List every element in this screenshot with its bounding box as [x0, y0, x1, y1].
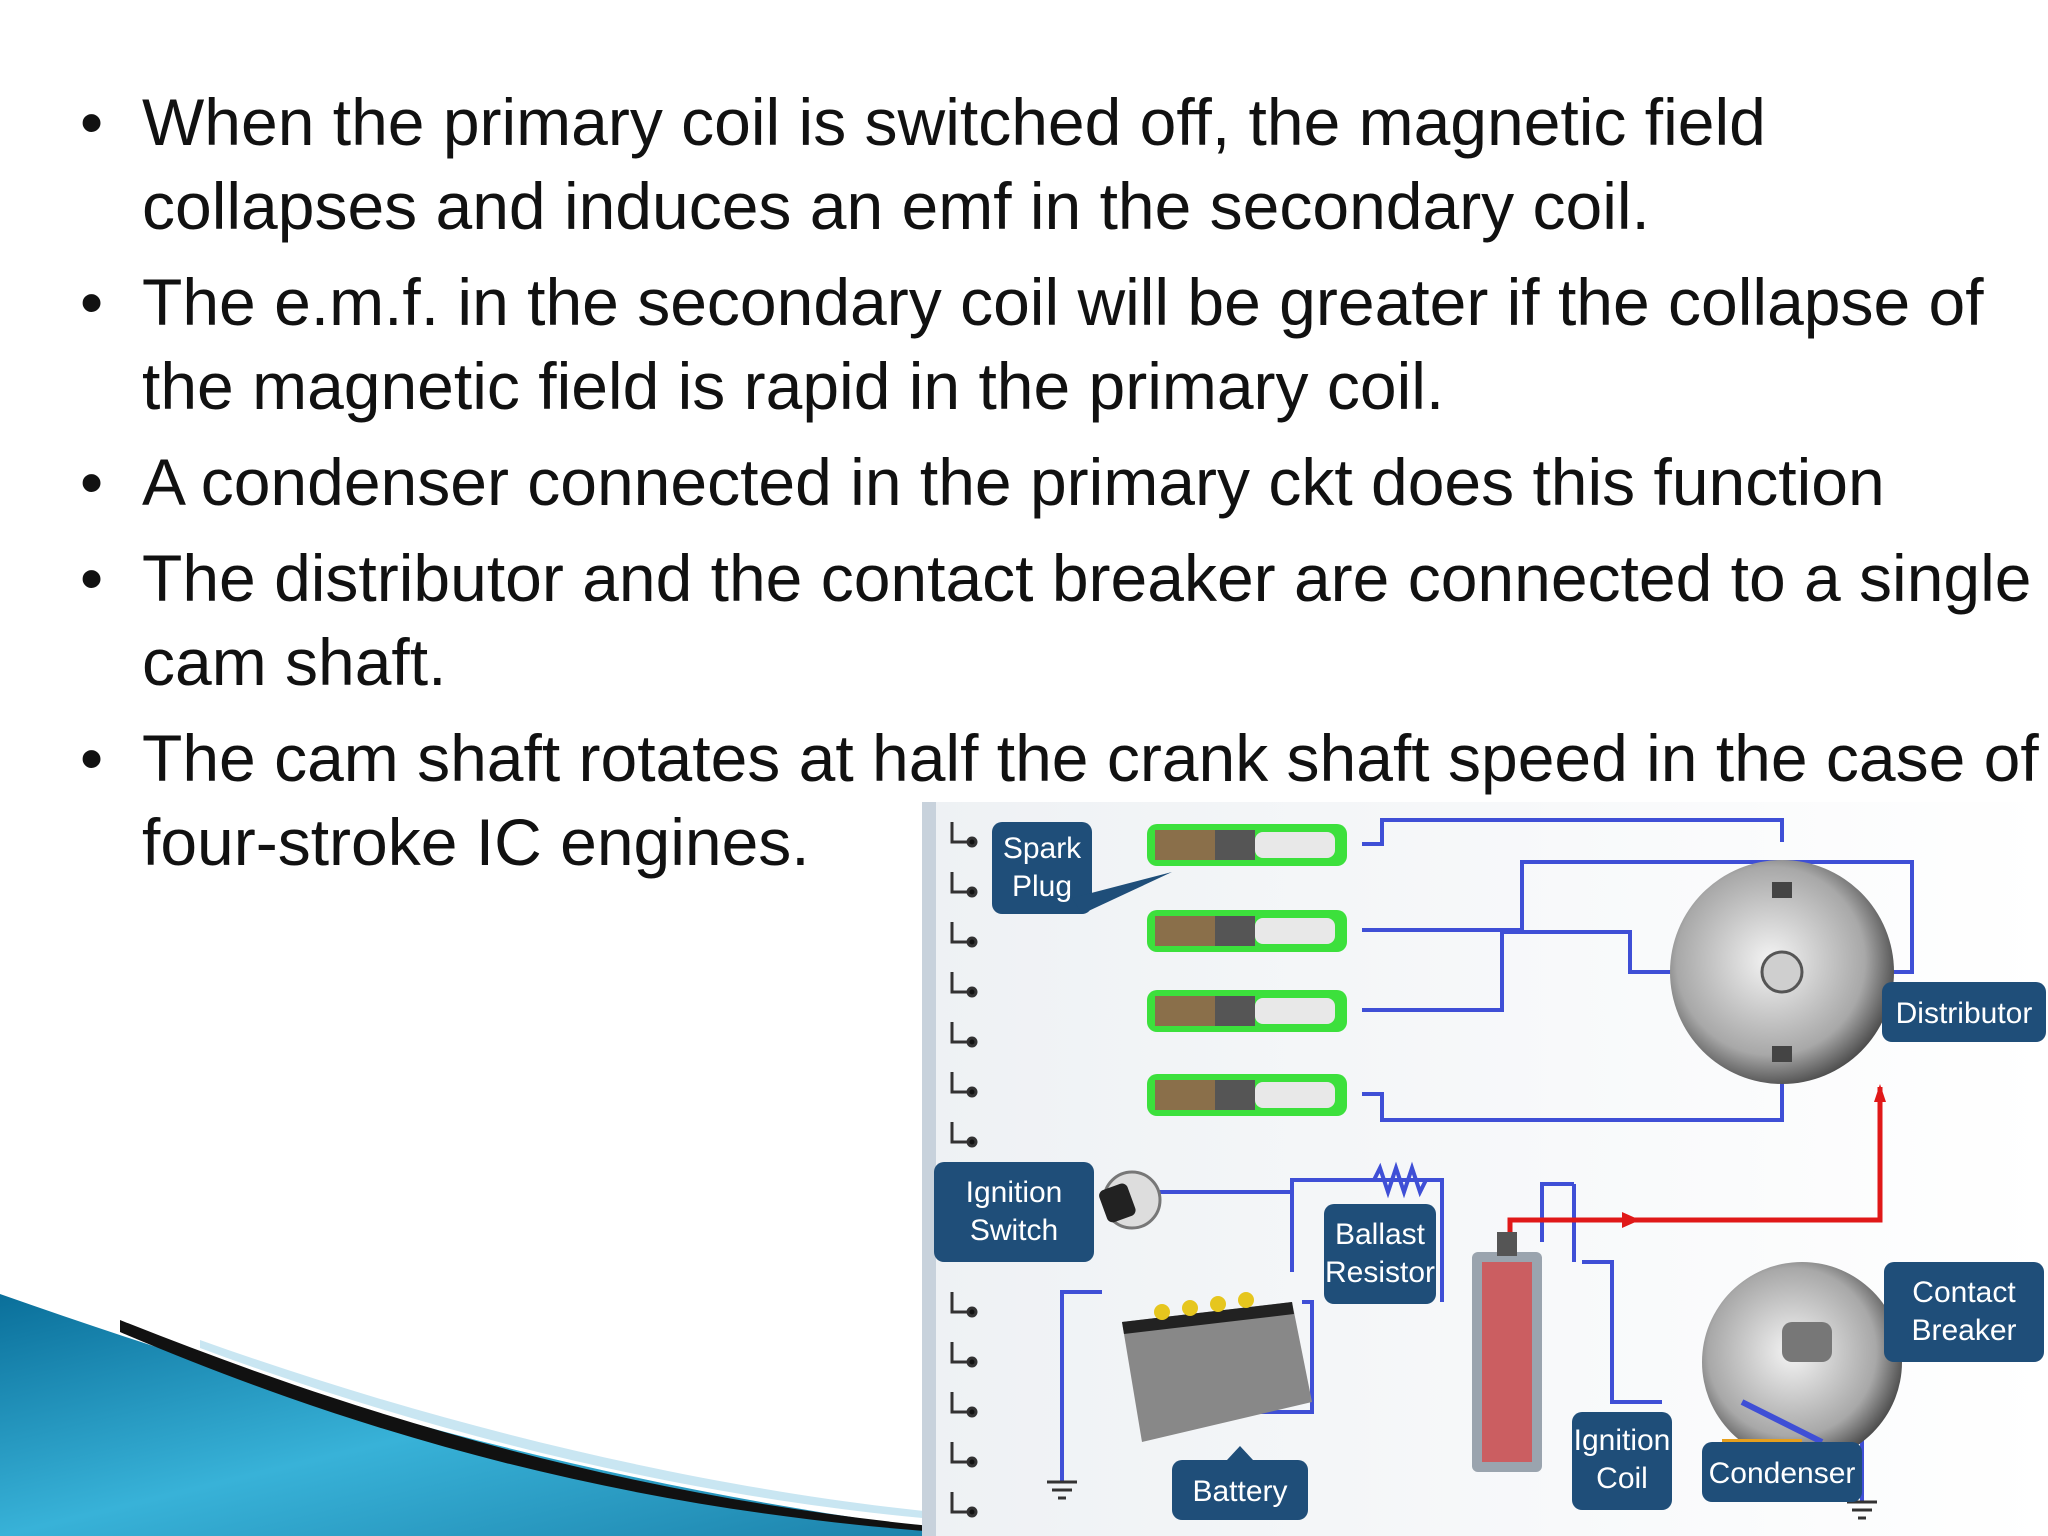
label-text: Distributor	[1896, 997, 2033, 1030]
battery-icon	[1122, 1292, 1312, 1442]
ignition-coil-icon	[1472, 1232, 1542, 1472]
spark-plug-icon	[1147, 990, 1347, 1032]
bullet-text: The cam shaft rotates at half the crank …	[142, 721, 2039, 879]
decorative-swoosh	[0, 1294, 1000, 1536]
label-text: Breaker	[1911, 1314, 2016, 1347]
bullet-item: • The distributor and the contact breaker…	[80, 536, 2040, 704]
arrow-icon	[1874, 1084, 1886, 1102]
label-battery: Battery	[1172, 1446, 1308, 1520]
spark-plug-icon	[1147, 1074, 1347, 1116]
bullet-text: The e.m.f. in the secondary coil will be…	[142, 265, 1984, 423]
arrow-icon	[1622, 1212, 1640, 1228]
ignition-key-icon	[1099, 1170, 1162, 1230]
bullet-dot: •	[80, 721, 104, 795]
label-text: Condenser	[1709, 1457, 1856, 1490]
label-condenser: Condenser	[1702, 1442, 1862, 1502]
label-ignition-coil: Ignition Coil	[1572, 1412, 1672, 1510]
bullet-text: A condenser connected in the primary ckt…	[142, 445, 1885, 519]
bullet-list: • When the primary coil is switched off, …	[80, 80, 2040, 896]
label-distributor: Distributor	[1882, 982, 2046, 1042]
label-ignition-switch: Ignition Switch	[934, 1162, 1094, 1262]
label-text: Ignition	[1574, 1424, 1671, 1457]
bullet-item: • When the primary coil is switched off, …	[80, 80, 2040, 248]
label-spark-plug: Spark Plug	[992, 822, 1172, 914]
label-text: Ignition	[966, 1176, 1063, 1209]
label-text: Ballast	[1335, 1218, 1426, 1251]
resistor-symbol	[1372, 1161, 1428, 1199]
bullet-text: The distributor and the contact breaker …	[142, 541, 2032, 699]
distributor-icon	[1670, 860, 1894, 1084]
label-text: Battery	[1192, 1475, 1287, 1508]
bullet-item: • The cam shaft rotates at half the crank…	[80, 716, 2040, 884]
label-text: Switch	[970, 1214, 1058, 1247]
bullet-dot: •	[80, 85, 104, 159]
bullet-dot: •	[80, 541, 104, 615]
label-text: Coil	[1596, 1462, 1648, 1495]
ignition-system-diagram: Spark Plug Distributor Ignition Switch B…	[922, 802, 2048, 1536]
bullet-item: • The e.m.f. in the secondary coil will b…	[80, 260, 2040, 428]
spark-plug-icon	[1147, 824, 1347, 866]
label-text: Resistor	[1325, 1256, 1435, 1289]
label-text: Spark	[1003, 832, 1082, 865]
spark-plugs	[1147, 824, 1347, 1116]
label-contact-breaker: Contact Breaker	[1884, 1262, 2044, 1362]
bullet-dot: •	[80, 265, 104, 339]
left-rail	[922, 802, 936, 1536]
label-text: Contact	[1912, 1276, 2016, 1309]
contact-breaker-icon	[1702, 1262, 1902, 1462]
connector-ticks	[950, 822, 978, 1518]
bullet-item: • A condenser connected in the primary ck…	[80, 440, 2040, 524]
spark-plug-icon	[1147, 910, 1347, 952]
label-text: Plug	[1012, 870, 1072, 903]
label-ballast-resistor: Ballast Resistor	[1324, 1204, 1436, 1304]
ground-icon	[1047, 1480, 1877, 1520]
bullet-text: When the primary coil is switched off, t…	[142, 85, 1766, 243]
bullet-dot: •	[80, 445, 104, 519]
